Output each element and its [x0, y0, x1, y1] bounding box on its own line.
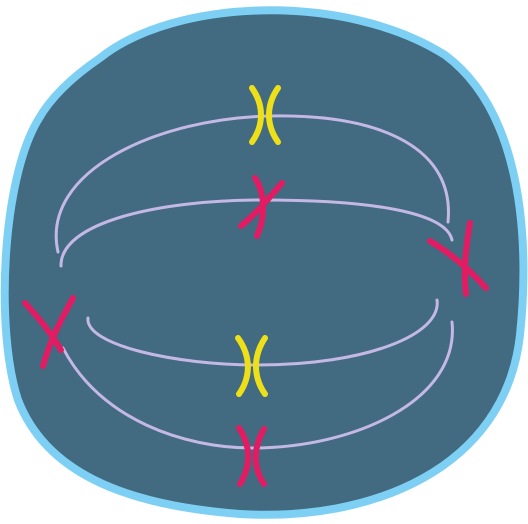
chromosome-top-right-chromatid [266, 85, 281, 145]
chromosome-upper-middle [238, 175, 285, 239]
chromosome-bottom-right-chromatid [252, 426, 267, 487]
chromosome-top-left-chromatid [249, 85, 264, 145]
chromosome-left-pole-cross-chromatid [22, 300, 64, 353]
chromosome-right-pole-long-chromatid [461, 220, 473, 297]
cell-membrane [0, 6, 528, 519]
chromosome-lower-middle-left-chromatid [235, 335, 251, 397]
chromosome-bottom-left-chromatid [236, 425, 252, 487]
chromosome-lower-middle [235, 335, 268, 397]
chromosome-right-pole [427, 220, 489, 297]
chromosome-left-pole [22, 295, 76, 369]
chromosome-right-pole-cross-chromatid [427, 238, 489, 291]
chromosome-bottom [236, 425, 267, 487]
spindle-fiber-lower-outer [61, 320, 454, 450]
chromosome-upper-middle-right-chromatid [238, 180, 285, 229]
chromosome-lower-middle-right-chromatid [253, 335, 268, 397]
chromosome-top [249, 85, 281, 145]
chromosome-left-pole-long-chromatid [40, 295, 76, 369]
